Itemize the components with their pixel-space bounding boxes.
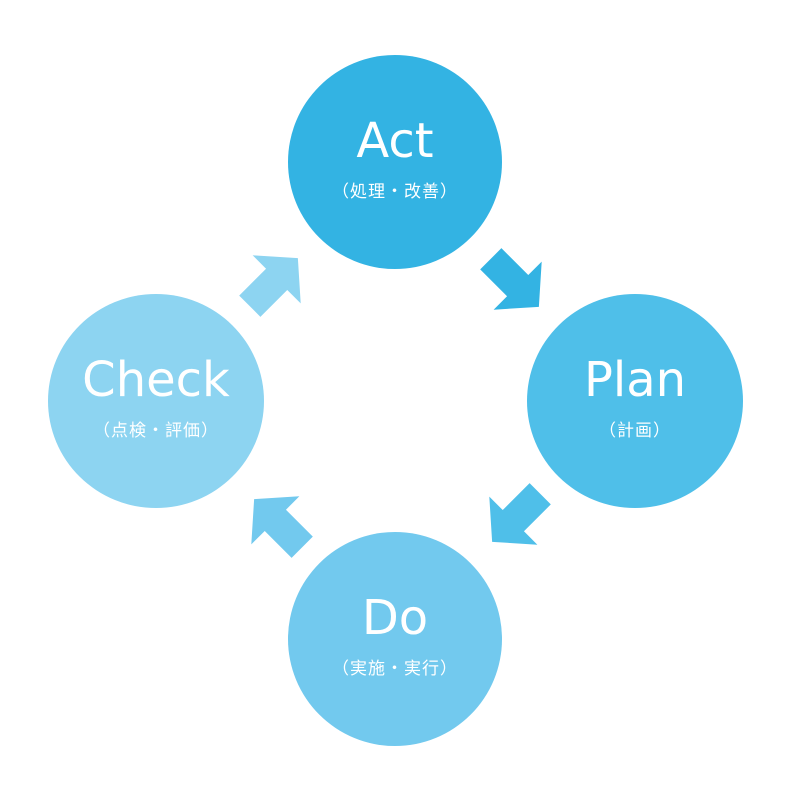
act-subtitle: （処理・改善）: [332, 181, 458, 202]
arrow-do-to-check: [251, 496, 313, 558]
arrow-plan-to-do: [489, 483, 551, 545]
arrow-act-to-plan: [480, 248, 542, 310]
do-subtitle: （実施・実行）: [332, 658, 458, 679]
do-circle: Do （実施・実行）: [288, 532, 502, 746]
check-subtitle: （点検・評価）: [93, 420, 219, 441]
arrow-check-to-act: [239, 255, 301, 317]
plan-subtitle: （計画）: [599, 420, 671, 441]
check-title: Check: [82, 351, 230, 408]
plan-circle: Plan （計画）: [527, 294, 743, 508]
check-circle: Check （点検・評価）: [48, 294, 264, 508]
act-title: Act: [356, 112, 434, 169]
act-circle: Act （処理・改善）: [288, 55, 502, 269]
do-title: Do: [361, 589, 429, 646]
plan-title: Plan: [583, 351, 687, 408]
